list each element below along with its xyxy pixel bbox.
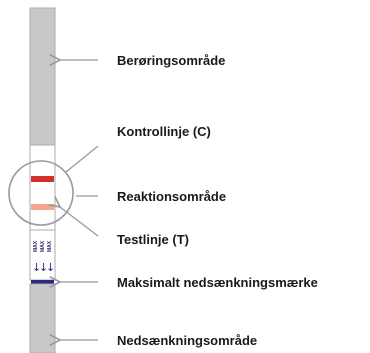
- callouts: [60, 60, 99, 340]
- label-test-line: Testlinje (T): [117, 232, 189, 247]
- max-text: MAX: [40, 240, 46, 252]
- callout-test-line: [60, 207, 99, 237]
- test-line: [31, 204, 54, 210]
- label-max-mark: Maksimalt nedsænkningsmærke: [117, 275, 318, 290]
- down-arrow-icon: ↓: [39, 261, 48, 274]
- label-touch-area: Berøringsområde: [117, 53, 226, 68]
- down-arrow-icon: ↓: [46, 261, 55, 274]
- max-dip-bar: [31, 280, 54, 284]
- callout-control-line: [65, 145, 99, 173]
- reaction-area-circle: [8, 160, 74, 226]
- label-control-line: Kontrollinje (C): [117, 124, 211, 139]
- test-strip: MAX MAX MAX ↓ ↓ ↓: [29, 7, 56, 353]
- max-arrows: MAX MAX MAX ↓ ↓ ↓: [32, 240, 55, 274]
- down-arrow-icon: ↓: [32, 261, 41, 274]
- max-text: MAX: [33, 240, 39, 252]
- control-line: [31, 176, 54, 182]
- label-reaction-area: Reaktionsområde: [117, 189, 227, 204]
- max-text: MAX: [47, 240, 53, 252]
- reaction-window: [29, 144, 56, 231]
- dip-area-segment: [29, 283, 56, 353]
- touch-area-segment: [29, 7, 56, 146]
- label-dip-area: Nedsænkningsområde: [117, 333, 258, 348]
